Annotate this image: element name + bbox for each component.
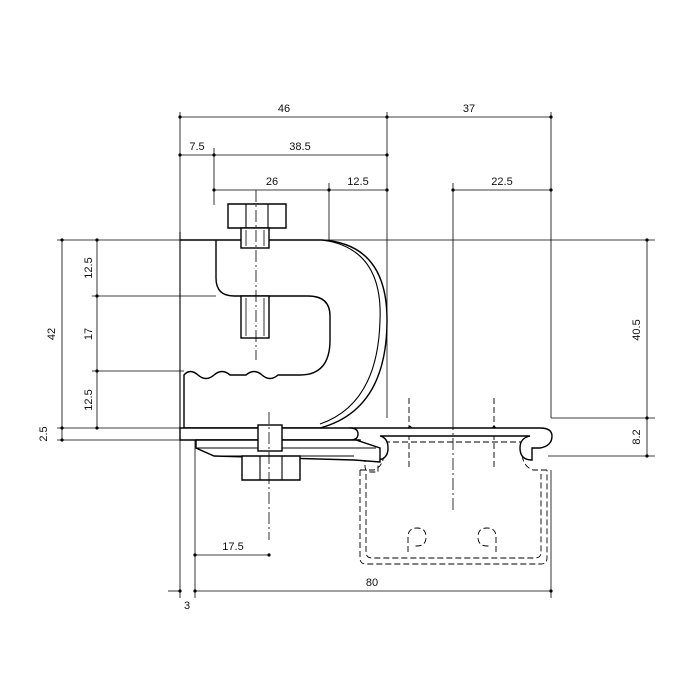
dim-38-5: 38.5 [289, 141, 310, 153]
dim-bottom-17-5: 17.5 [222, 541, 243, 553]
dim-bottom-3: 3 [184, 600, 190, 612]
dim-offset-7-5: 7.5 [189, 141, 204, 153]
lower-nut [214, 412, 301, 540]
dim-top-46: 46 [278, 103, 290, 115]
dim-26: 26 [266, 176, 278, 188]
dim-left-12-5-upper: 12.5 [83, 257, 95, 278]
beam-clamp-body [179, 232, 388, 441]
dim-bottom-80: 80 [366, 577, 378, 589]
dim-left-42: 42 [46, 328, 58, 340]
dim-left-17: 17 [83, 328, 95, 340]
dim-top-37: 37 [463, 103, 475, 115]
dim-left-2-5: 2.5 [38, 426, 50, 441]
dim-right-8-2: 8.2 [631, 429, 643, 444]
strut-channel-outline [359, 398, 548, 565]
dim-22-5: 22.5 [491, 176, 512, 188]
set-bolt [227, 190, 287, 360]
dim-right-40-5: 40.5 [631, 319, 643, 340]
dimension-ticks [60, 115, 649, 593]
dim-left-12-5-lower: 12.5 [83, 389, 95, 410]
dim-12-5-top: 12.5 [347, 176, 368, 188]
dimension-labels: 46 37 7.5 38.5 26 12.5 22.5 12.5 17 12.5… [38, 103, 643, 612]
